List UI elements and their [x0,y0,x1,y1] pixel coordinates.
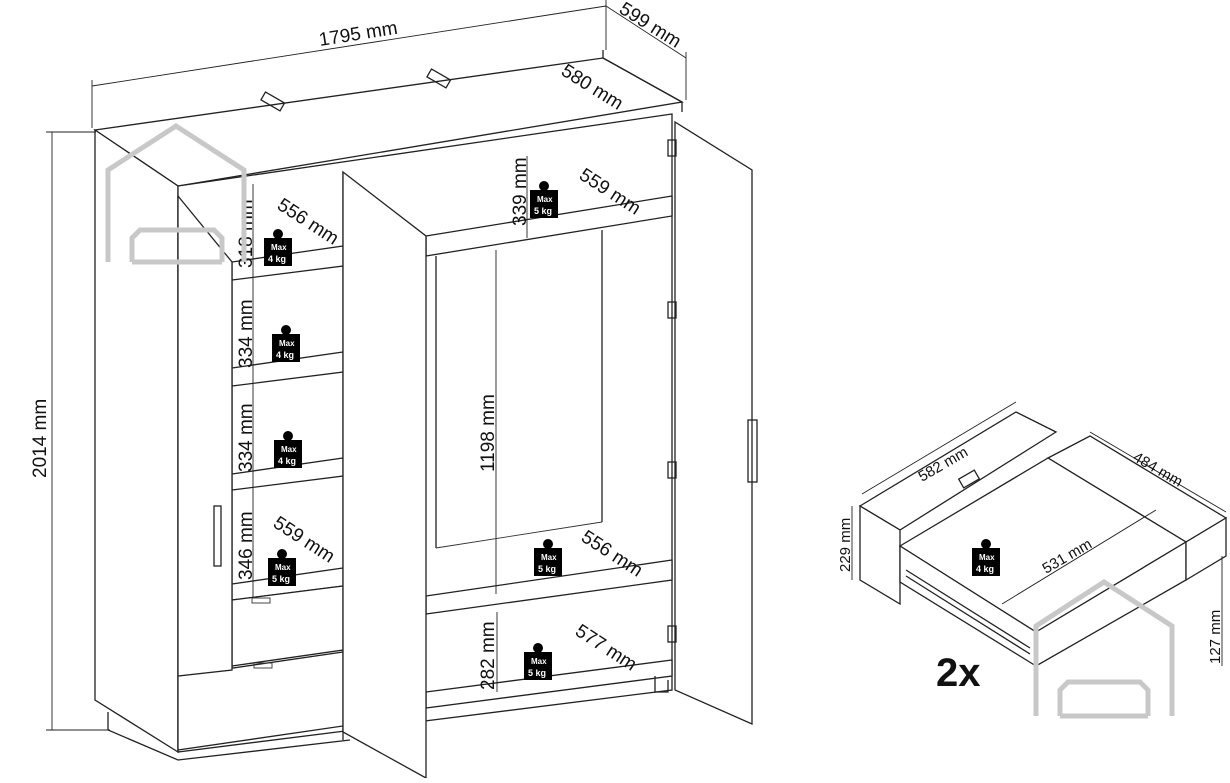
drawer-width-dim [861,401,1017,495]
hinge-2 [667,301,677,319]
watermark-house-sofa-icon [105,123,247,265]
max-text: Max [279,339,295,348]
left-height-2-label: 334 mm [236,299,257,368]
right-top-height-label: 339 mm [510,157,531,226]
drawer-depth-dim [1089,431,1227,513]
load-text: 5 kg [538,564,556,574]
load-text: 5 kg [272,574,290,584]
load-text: 5 kg [528,668,546,678]
load-text: 4 kg [976,564,994,574]
height-label: 2014 mm [30,399,51,478]
drawer-handle-2 [253,662,273,669]
right-door-handle [747,419,758,483]
drawer-front-left [859,504,901,606]
wardrobe-body [93,50,758,780]
drawer-back-edge [1185,516,1227,582]
width-dim-line [91,5,607,87]
plinth-right [654,676,669,693]
weight-icon [981,539,991,549]
max-text: Max [979,553,995,562]
drawer-height-label: 229 mm [837,518,854,572]
weight-badge-right-3: Max 5 kg [524,643,552,680]
middle-door [342,170,427,780]
watermark-house-sofa-icon [1033,579,1175,719]
weight-icon [533,643,543,653]
wall-bracket-1 [260,91,286,112]
drawer-handle [957,469,981,489]
weight-badge-right-1: Max 5 kg [530,181,558,218]
max-text: Max [531,657,547,666]
right-door [674,120,753,725]
plinth-left [107,712,351,761]
max-text: Max [275,563,291,572]
load-text: 4 kg [276,350,294,360]
max-text: Max [537,195,553,204]
drawer-inner-depth-dim [1001,509,1157,605]
wall-bracket-2 [426,68,452,89]
weight-badge-left-4: Max 5 kg [268,549,296,586]
max-text: Max [271,243,287,252]
left-height-4-label: 346 mm [236,511,257,580]
drawer-detail [851,401,1228,668]
depth-outer-label: 599 mm [615,0,684,53]
max-text: Max [281,445,297,454]
width-label: 1795 mm [317,18,399,51]
hinge-3 [667,461,677,479]
weight-badge-drawer: Max 4 kg [972,539,1000,576]
weight-badge-left-3: Max 4 kg [274,431,302,468]
weight-badge-right-2: Max 5 kg [534,539,562,576]
drawer-inner-height-label: 127 mm [1207,610,1224,664]
hinge-1 [667,139,677,157]
depth-dim-line [605,5,687,59]
top-back-edge [602,50,683,112]
weight-icon [273,229,283,239]
weight-icon [543,539,553,549]
left-height-3-label: 334 mm [236,403,257,472]
weight-icon [281,325,291,335]
weight-badge-left-2: Max 4 kg [272,325,300,362]
weight-icon [283,431,293,441]
weight-badge-left-1: Max 4 kg [264,229,292,266]
drawer-quantity-label: 2x [936,651,981,695]
hanging-floor-edge [435,521,603,549]
load-text: 4 kg [268,254,286,264]
max-text: Max [541,553,557,562]
drawer-slide [905,569,1031,649]
left-door-handle [213,505,222,567]
weight-icon [539,181,549,191]
hanging-height-label: 1198 mm [478,394,499,472]
dimension-lines [46,0,687,731]
hinge-4 [667,625,677,643]
load-text: 5 kg [534,206,552,216]
load-text: 4 kg [278,456,296,466]
right-bottom-height-label: 282 mm [478,621,499,690]
weight-icon [277,549,287,559]
left-door-edge [177,194,233,677]
drawer-handle-1 [251,597,271,604]
